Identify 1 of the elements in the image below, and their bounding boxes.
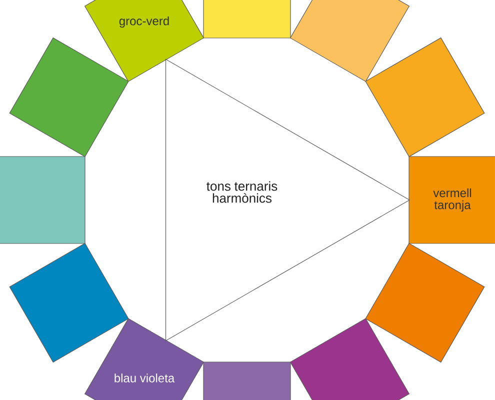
triangle: tons ternaris harmònics	[165, 58, 410, 342]
